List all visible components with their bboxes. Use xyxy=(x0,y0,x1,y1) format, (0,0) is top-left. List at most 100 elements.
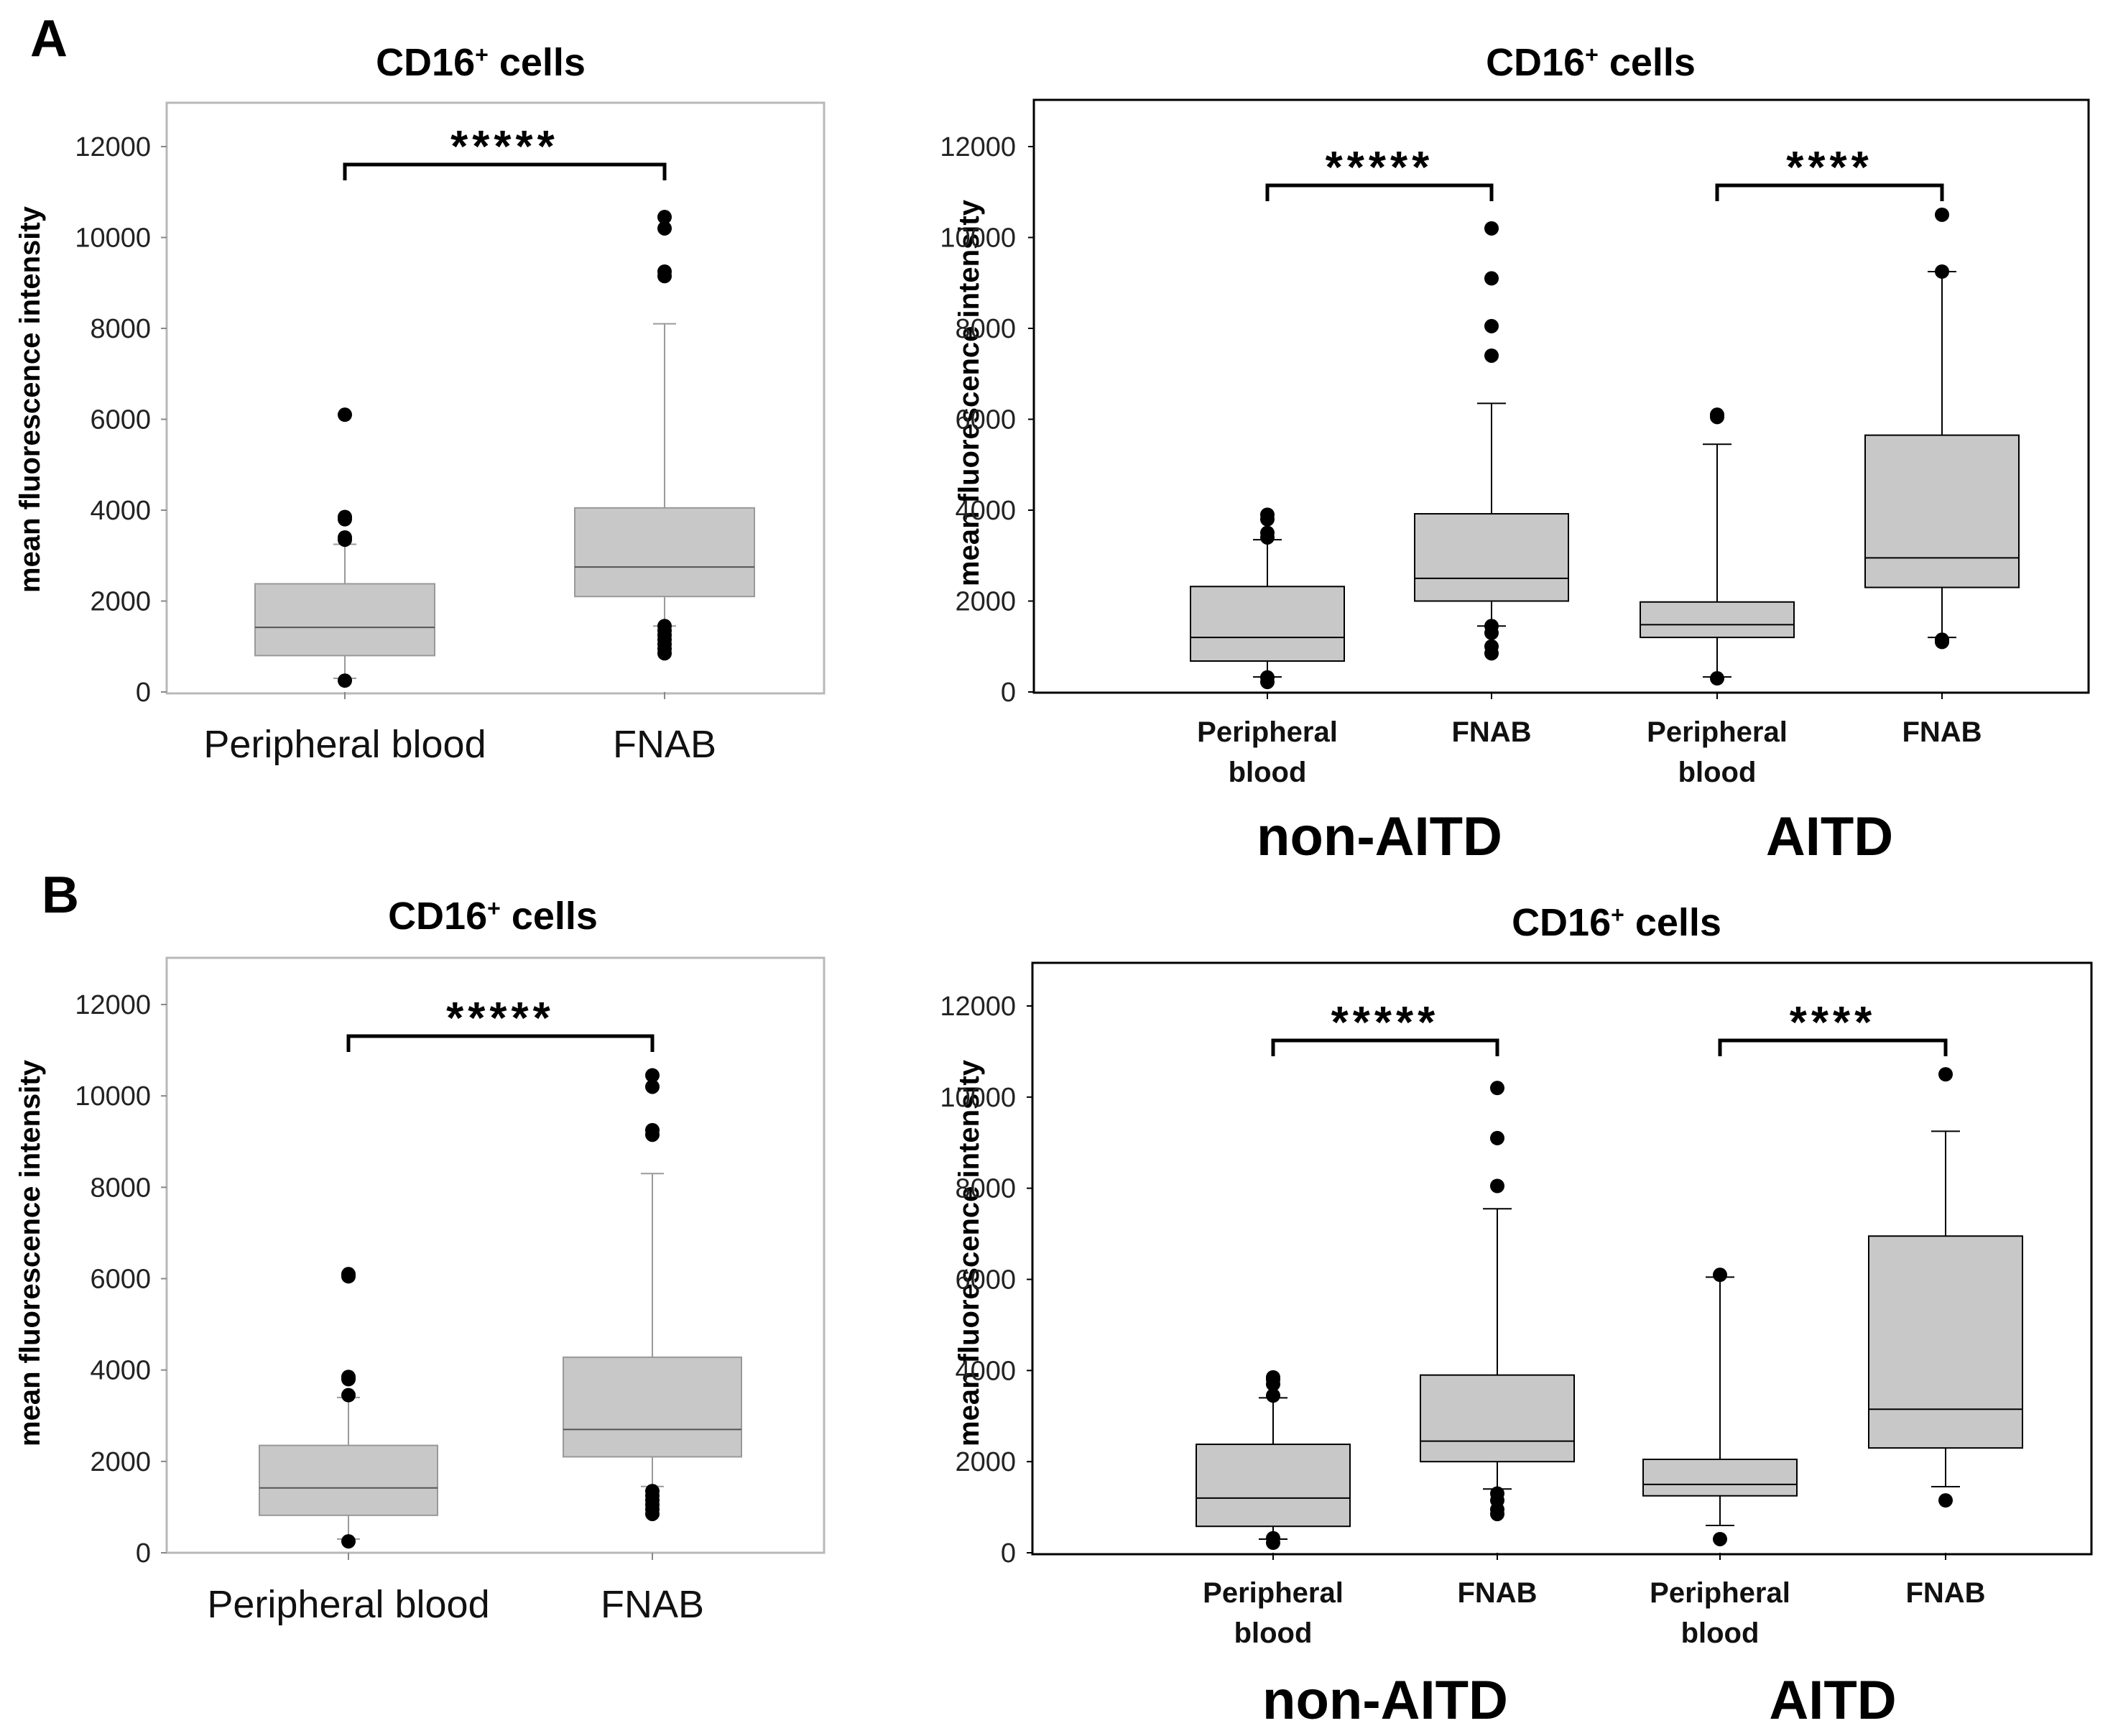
y-axis-label: mean fluorescence intensity xyxy=(953,199,985,586)
x-category-label: FNAB xyxy=(1902,716,1982,748)
y-tick-label: 6000 xyxy=(955,405,1016,435)
x-category-label: blood xyxy=(1681,1617,1760,1649)
y-tick-label: 12000 xyxy=(75,990,151,1020)
y-tick-label: 8000 xyxy=(90,314,151,344)
x-category-label: Peripheral blood xyxy=(203,723,486,766)
box-2 xyxy=(1642,1268,1798,1560)
y-tick-label: 12000 xyxy=(940,132,1016,162)
significance-bracket: **** xyxy=(1718,998,1948,1056)
y-tick-label: 12000 xyxy=(940,992,1016,1022)
x-category-label: blood xyxy=(1234,1617,1313,1649)
panel-label-a: A xyxy=(30,10,68,68)
panel-label-b: B xyxy=(42,867,79,924)
outlier-point xyxy=(1484,221,1499,236)
group-label: AITD xyxy=(1766,806,1893,867)
outlier-point xyxy=(1484,348,1499,363)
group-label: AITD xyxy=(1769,1670,1896,1731)
outlier-point xyxy=(645,1484,660,1499)
iqr-box xyxy=(1642,1458,1798,1497)
iqr-box xyxy=(1868,1235,2023,1449)
y-tick-label: 6000 xyxy=(90,405,151,435)
y-tick-label: 10000 xyxy=(75,223,151,254)
significance-bracket: ***** xyxy=(1271,998,1499,1056)
chart-title: CD16+ cells xyxy=(1512,901,1721,944)
bracket-line xyxy=(1271,1038,1499,1056)
outlier-point xyxy=(1484,619,1499,634)
x-category-label: FNAB xyxy=(1905,1577,1985,1609)
y-axis-label: mean fluorescence intensity xyxy=(14,1059,46,1446)
outlier-point xyxy=(1490,1130,1504,1145)
significance-stars: ***** xyxy=(1331,998,1440,1048)
box-3 xyxy=(1868,1067,2023,1560)
outlier-point xyxy=(1710,407,1724,423)
outlier-point xyxy=(338,509,352,525)
box-2 xyxy=(1640,407,1795,699)
y-axis-label: mean fluorescence intensity xyxy=(953,1059,985,1446)
y-tick-label: 0 xyxy=(136,678,151,708)
y-tick-label: 4000 xyxy=(955,1356,1016,1386)
outlier-point xyxy=(1266,1388,1280,1403)
outlier-point xyxy=(657,221,672,236)
outlier-point xyxy=(341,1267,356,1282)
outlier-point xyxy=(1260,507,1275,522)
y-tick-label: 0 xyxy=(136,1538,151,1569)
group-label: non-AITD xyxy=(1257,806,1502,867)
bracket-line xyxy=(1265,183,1494,201)
outlier-point xyxy=(1490,1081,1504,1096)
iqr-box xyxy=(563,1356,742,1458)
outlier-point xyxy=(1938,1067,1953,1082)
outlier-point xyxy=(657,619,672,634)
outlier-point xyxy=(1260,525,1275,540)
outlier-point xyxy=(1713,1531,1727,1546)
box-0 xyxy=(1196,1370,1351,1560)
y-tick-label: 4000 xyxy=(90,1356,151,1386)
x-category-label: FNAB xyxy=(613,723,716,766)
outlier-point xyxy=(1484,639,1499,654)
iqr-box xyxy=(1640,601,1795,639)
outlier-point xyxy=(1484,271,1499,286)
y-tick-label: 4000 xyxy=(90,496,151,526)
outlier-point xyxy=(645,1068,660,1083)
significance-stars: **** xyxy=(1786,143,1873,193)
iqr-box xyxy=(1196,1444,1351,1528)
outlier-point xyxy=(341,1370,356,1385)
outlier-point xyxy=(338,673,352,688)
outlier-point xyxy=(338,530,352,545)
significance-stars: ***** xyxy=(1326,143,1434,193)
y-tick-label: 8000 xyxy=(90,1173,151,1203)
outlier-point xyxy=(1935,264,1949,279)
y-tick-label: 8000 xyxy=(955,314,1016,344)
box-1 xyxy=(563,1068,742,1560)
y-tick-label: 12000 xyxy=(75,132,151,162)
bracket-line xyxy=(1718,1038,1948,1056)
y-tick-label: 10000 xyxy=(75,1081,151,1112)
outlier-point xyxy=(338,407,352,423)
x-category-label: FNAB xyxy=(601,1583,704,1626)
y-tick-label: 4000 xyxy=(955,496,1016,526)
iqr-box xyxy=(259,1444,438,1516)
y-tick-label: 2000 xyxy=(955,1447,1016,1477)
box-1 xyxy=(574,210,755,699)
outlier-point xyxy=(341,1534,356,1549)
iqr-box xyxy=(574,507,755,598)
y-tick-label: 8000 xyxy=(955,1174,1016,1204)
iqr-box xyxy=(1864,434,2020,588)
y-tick-label: 10000 xyxy=(940,223,1016,254)
x-category-label: Peripheral blood xyxy=(207,1583,489,1626)
y-tick-label: 2000 xyxy=(955,587,1016,617)
outlier-point xyxy=(645,1079,660,1094)
outlier-point xyxy=(1713,1268,1727,1283)
outlier-point xyxy=(1260,670,1275,685)
bracket-line xyxy=(1715,183,1944,201)
outlier-point xyxy=(1938,1493,1953,1508)
box-1 xyxy=(1420,1081,1575,1560)
outlier-point xyxy=(341,1388,356,1403)
box-0 xyxy=(254,407,435,699)
x-category-label: Peripheral xyxy=(1647,716,1788,748)
bracket-line xyxy=(343,162,667,180)
significance-stars: **** xyxy=(1790,998,1877,1048)
outlier-point xyxy=(1490,1178,1504,1194)
